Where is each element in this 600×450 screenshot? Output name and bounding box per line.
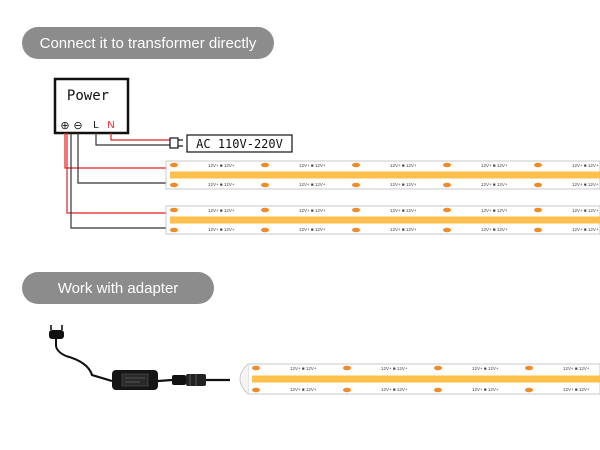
terminal-positive: ⊕ [60, 120, 69, 132]
segment-label: 12V+ ■ 12V+ [390, 208, 417, 213]
segment-label: 12V+ ■ 12V+ [299, 227, 326, 232]
segment-label: 12V+ ■ 12V+ [572, 208, 599, 213]
segment-label: 12V+ ■ 12V+ [472, 366, 499, 371]
segment-label: 12V+ ■ 12V+ [290, 366, 317, 371]
solder-pad [352, 162, 360, 168]
power-label: Power [67, 88, 109, 104]
segment-label: 12V+ ■ 12V+ [572, 163, 599, 168]
solder-pad [261, 162, 269, 168]
terminal-l: L [93, 120, 99, 131]
solder-pad [170, 162, 178, 168]
segment-label: 12V+ ■ 12V+ [208, 208, 235, 213]
segment-label: 12V+ ■ 12V+ [208, 182, 235, 187]
heading-transformer: Connect it to transformer directly [22, 27, 274, 59]
segment-label: 12V+ ■ 12V+ [381, 366, 408, 371]
solder-pad [443, 207, 451, 213]
solder-pad [434, 365, 442, 371]
heading-adapter: Work with adapter [22, 272, 214, 304]
solder-pad [525, 387, 533, 393]
segment-label: 12V+ ■ 12V+ [290, 387, 317, 392]
segment-label: 12V+ ■ 12V+ [472, 387, 499, 392]
power-adapter-icon [112, 370, 158, 390]
heading-adapter-label: Work with adapter [57, 279, 179, 297]
solder-pad [261, 182, 269, 188]
led-strip-1: 12V+ ■ 12V+ 12V+ ■ 12V+ 12V+ ■ 12V+ 12V+ ■ … [165, 160, 600, 190]
solder-pad [170, 207, 178, 213]
solder-pad [352, 207, 360, 213]
solder-pad [352, 227, 360, 233]
dc-output-wires [64, 133, 166, 229]
solder-pad [443, 227, 451, 233]
solder-pad [252, 387, 260, 393]
segment-label: 12V+ ■ 12V+ [390, 163, 417, 168]
segment-label: 12V+ ■ 12V+ [390, 182, 417, 187]
segment-label: 12V+ ■ 12V+ [481, 163, 508, 168]
ac-label-box: AC 110V-220V [186, 134, 293, 153]
solder-pad [534, 207, 542, 213]
led-strip-adapter: 12V+ ■ 12V+ 12V+ ■ 12V+ 12V+ ■ 12V+ 12V+ ■ … [239, 363, 600, 395]
segment-label: 12V+ ■ 12V+ [381, 387, 408, 392]
solder-pad [343, 387, 351, 393]
terminal-n: N [107, 120, 114, 131]
solder-pad [534, 227, 542, 233]
segment-label: 12V+ ■ 12V+ [208, 163, 235, 168]
adapter-cable [65, 354, 230, 383]
solder-pad [352, 182, 360, 188]
ac-label: AC 110V-220V [196, 137, 283, 151]
segment-label: 12V+ ■ 12V+ [563, 387, 590, 392]
solder-pad [261, 207, 269, 213]
segment-label: 12V+ ■ 12V+ [299, 182, 326, 187]
segment-label: 12V+ ■ 12V+ [572, 227, 599, 232]
solder-pad [343, 365, 351, 371]
ac-input-wires [95, 133, 170, 146]
wall-plug-icon [49, 325, 67, 357]
solder-pad [534, 182, 542, 188]
heading-transformer-label: Connect it to transformer directly [39, 34, 257, 52]
segment-label: 12V+ ■ 12V+ [481, 182, 508, 187]
segment-label: 12V+ ■ 12V+ [390, 227, 417, 232]
plug-icon [169, 137, 183, 149]
segment-label: 12V+ ■ 12V+ [208, 227, 235, 232]
segment-label: 12V+ ■ 12V+ [481, 227, 508, 232]
power-supply-box: Power ⊕ ⊖ L N [53, 77, 130, 135]
solder-pad [443, 162, 451, 168]
solder-pad [434, 387, 442, 393]
solder-pad [170, 227, 178, 233]
solder-pad [252, 365, 260, 371]
solder-pad [534, 162, 542, 168]
segment-label: 12V+ ■ 12V+ [563, 366, 590, 371]
segment-label: 12V+ ■ 12V+ [299, 208, 326, 213]
led-strip-2: 12V+ ■ 12V+ 12V+ ■ 12V+ 12V+ ■ 12V+ 12V+ ■ … [165, 205, 600, 235]
dc-connector-icon [172, 374, 206, 386]
solder-pad [443, 182, 451, 188]
terminal-negative: ⊖ [73, 120, 82, 132]
solder-pad [261, 227, 269, 233]
segment-label: 12V+ ■ 12V+ [481, 208, 508, 213]
solder-pad [170, 182, 178, 188]
segment-label: 12V+ ■ 12V+ [572, 182, 599, 187]
segment-label: 12V+ ■ 12V+ [299, 163, 326, 168]
solder-pad [525, 365, 533, 371]
